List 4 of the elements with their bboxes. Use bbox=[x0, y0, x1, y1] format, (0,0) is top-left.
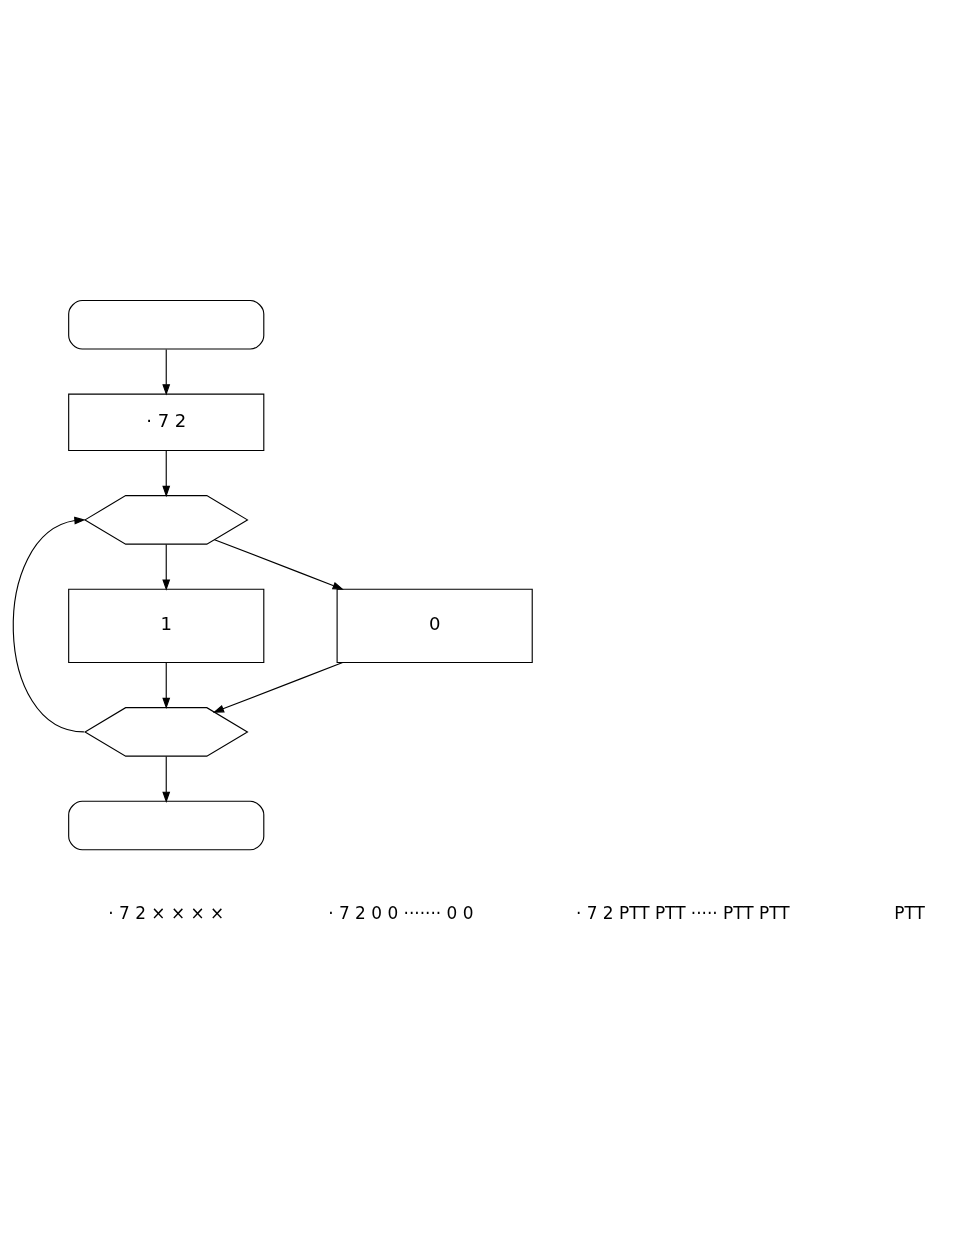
label: · 7 2 PTT PTT ····· PTT PTT bbox=[576, 902, 790, 923]
label: · 7 2 × × × × bbox=[108, 902, 225, 923]
label: · 7 2 0 0 ······· 0 0 bbox=[328, 902, 474, 923]
label: PTT bbox=[894, 902, 925, 923]
